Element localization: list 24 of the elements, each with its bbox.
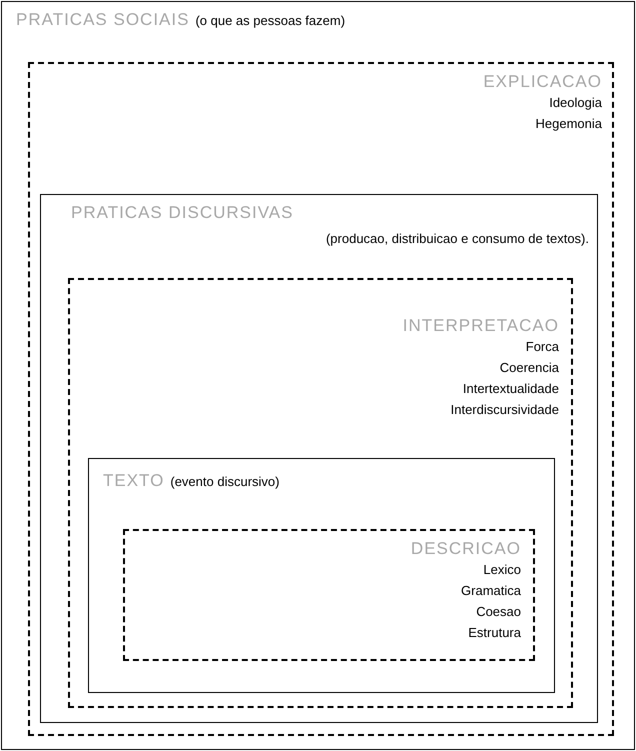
section-subtitle: (evento discursivo) — [170, 474, 280, 489]
concept-label: Coerencia — [500, 359, 559, 377]
section-heading: INTERPRETACAO — [402, 316, 559, 336]
dashed-frame — [123, 529, 535, 661]
dashed-frame — [68, 278, 573, 708]
dashed-frame — [28, 62, 614, 736]
section-heading: PRATICAS DISCURSIVAS — [71, 203, 294, 223]
concept-label: Coesao — [476, 603, 521, 621]
concept-label: Estrutura — [468, 624, 521, 642]
section-subtitle: (producao, distribuicao e consumo de textos). — [326, 231, 589, 246]
section-frame — [40, 194, 598, 723]
concept-label: Gramatica — [461, 582, 521, 600]
section-frame — [88, 458, 555, 693]
concept-label: Lexico — [483, 561, 521, 579]
concept-label: Hegemonia — [536, 115, 602, 133]
concept-label: Forca — [526, 338, 559, 356]
section-heading: PRATICAS SOCIAIS — [16, 10, 190, 30]
section-heading: DESCRICAO — [410, 539, 521, 559]
section-subtitle: (o que as pessoas fazem) — [195, 13, 346, 28]
concept-label: Interdiscursividade — [450, 401, 559, 419]
section-heading: EXPLICACAO — [483, 72, 602, 92]
concept-label: Intertextualidade — [462, 380, 559, 398]
section-heading: TEXTO — [103, 471, 164, 491]
concept-label: Ideologia — [549, 94, 602, 112]
